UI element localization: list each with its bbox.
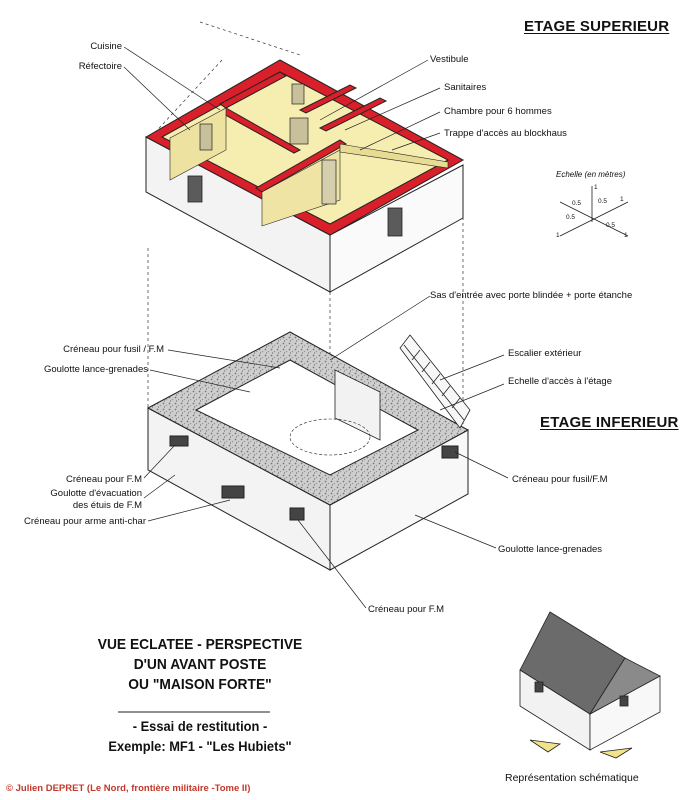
label-goulotte-left: Goulotte lance-grenades bbox=[43, 364, 148, 375]
label-sas: Sas d'entrée avec porte blindée + porte … bbox=[430, 290, 633, 301]
label-creneau-fusil-left: Créneau pour fusil / F.M bbox=[63, 344, 164, 355]
label-cuisine: Cuisine bbox=[90, 41, 122, 52]
scale-tick: 0.5 bbox=[606, 222, 616, 229]
subtitle-restitution: - Essai de restitution - bbox=[132, 718, 268, 734]
scale-tick: 1 bbox=[556, 232, 560, 239]
subtitle-example: Exemple: MF1 - "Les Hubiets" bbox=[108, 738, 292, 754]
label-refectoire: Réfectoire bbox=[78, 61, 122, 72]
title-line-2: D'UN AVANT POSTE bbox=[133, 656, 267, 673]
upper-window-right bbox=[387, 207, 403, 237]
credit-line: © Julien DEPRET (Le Nord, frontière mili… bbox=[6, 783, 251, 794]
schematic-house bbox=[519, 611, 661, 759]
label-creneau-fusil-right: Créneau pour fusil/F.M bbox=[512, 474, 608, 485]
heading-upper-floor: ETAGE SUPERIEUR bbox=[524, 18, 670, 35]
label-creneau-fm-bottom: Créneau pour F.M bbox=[368, 604, 445, 615]
scale-title: Echelle (en mètres) bbox=[556, 170, 626, 179]
scale-tick: 1 bbox=[620, 196, 624, 203]
heading-lower-floor: ETAGE INFERIEUR bbox=[540, 414, 679, 431]
schematic-caption: Représentation schématique bbox=[505, 772, 639, 784]
label-goulotte-evacuation: Goulotte d'évacuation bbox=[50, 488, 142, 499]
label-escalier: Escalier extérieur bbox=[508, 348, 582, 359]
scale-tick: 0.5 bbox=[598, 198, 608, 205]
label-vestibule: Vestibule bbox=[430, 54, 469, 65]
label-sanitaires: Sanitaires bbox=[444, 82, 487, 93]
upper-window-left bbox=[187, 175, 203, 203]
label-goulotte-evacuation-2: des étuis de F.M bbox=[72, 500, 142, 511]
upper-floor bbox=[144, 59, 465, 293]
label-goulotte-right: Goulotte lance-grenades bbox=[498, 544, 603, 555]
label-chambre: Chambre pour 6 hommes bbox=[444, 106, 552, 117]
lower-interior bbox=[194, 359, 420, 476]
scale-tick: 0.5 bbox=[572, 200, 582, 207]
scale-tick: 1 bbox=[624, 232, 628, 239]
label-creneau-fm-left: Créneau pour F.M bbox=[65, 474, 142, 485]
lower-floor bbox=[146, 331, 470, 571]
label-creneau-antichar: Créneau pour arme anti-char bbox=[24, 516, 146, 527]
label-trappe: Trappe d'accès au blockhaus bbox=[444, 128, 567, 139]
scale-tick: 0.5 bbox=[566, 214, 576, 221]
scale-tick: 1 bbox=[594, 184, 598, 191]
title-line-3: OU "MAISON FORTE" bbox=[128, 676, 272, 693]
label-echelle: Echelle d'accès à l'étage bbox=[508, 376, 612, 387]
title-line-1: VUE ECLATEE - PERSPECTIVE bbox=[97, 636, 303, 653]
scale-indicator bbox=[559, 186, 629, 237]
leader-lines bbox=[123, 46, 509, 609]
